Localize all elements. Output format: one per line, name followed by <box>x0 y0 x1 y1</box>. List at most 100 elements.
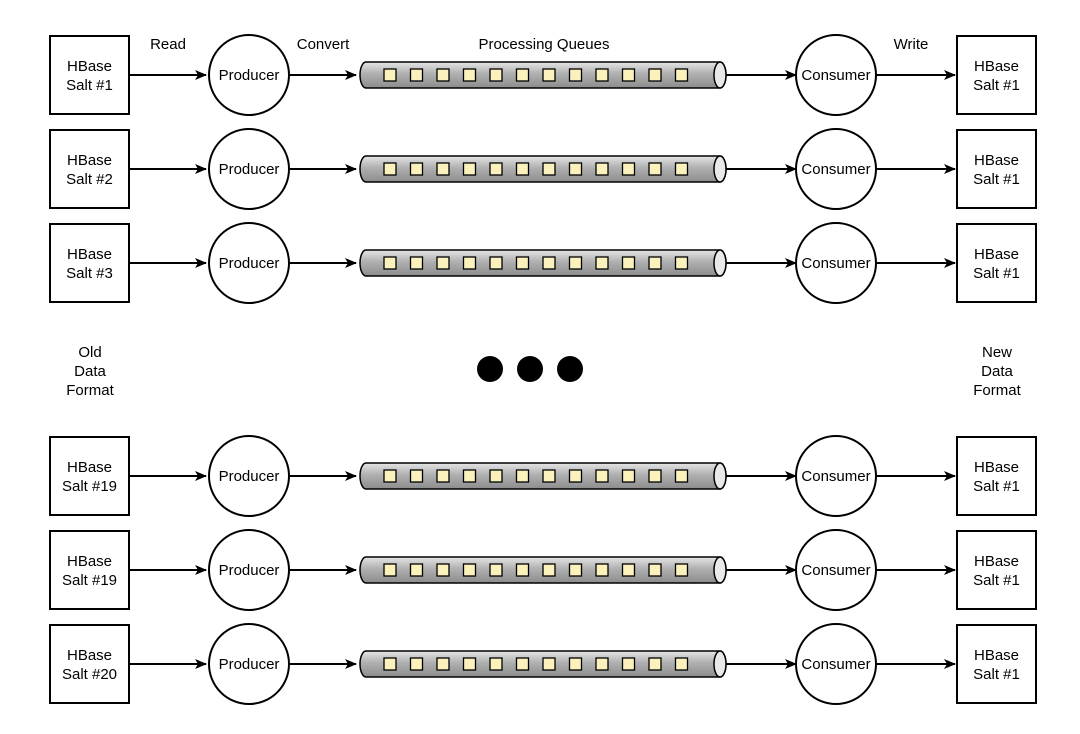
source-box <box>49 35 130 115</box>
ellipsis-dot <box>517 356 543 382</box>
queue-slot <box>462 657 477 671</box>
queue-slot <box>436 469 450 483</box>
queue-slot <box>674 563 689 577</box>
source-label-line: Salt #19 <box>62 572 117 589</box>
processing-queue <box>359 61 727 89</box>
queue-pipe-end <box>713 61 727 89</box>
queue-slot <box>515 68 530 82</box>
queue-slot <box>648 68 662 82</box>
queue-slot <box>568 162 583 176</box>
queue-slot <box>568 563 583 577</box>
queue-slot <box>462 68 477 82</box>
producer-label: Producer <box>219 468 280 485</box>
source-label-line: Salt #2 <box>66 171 113 188</box>
queue-slot <box>515 563 530 577</box>
consumer-label: Consumer <box>801 656 870 673</box>
queue-slot <box>383 162 397 176</box>
processing-queue <box>359 155 727 183</box>
queue-slot <box>595 162 609 176</box>
ellipsis-dot <box>557 356 583 382</box>
new-label-line: Data <box>981 363 1013 380</box>
queue-slot <box>648 563 662 577</box>
queue-slot <box>568 256 583 270</box>
queue-slot <box>383 563 397 577</box>
queue-pipe-end <box>713 556 727 584</box>
ellipsis-dots <box>477 356 583 382</box>
header-read: Read <box>150 36 186 53</box>
producer-node <box>208 34 290 116</box>
consumer-label: Consumer <box>801 67 870 84</box>
header-processing-queues: Processing Queues <box>479 36 610 53</box>
source-label-line: HBase <box>67 553 112 570</box>
queue-slot <box>409 162 424 176</box>
queue-slot <box>515 657 530 671</box>
producer-node <box>208 128 290 210</box>
source-box <box>49 436 130 516</box>
consumer-label: Consumer <box>801 161 870 178</box>
header-write: Write <box>894 36 929 53</box>
queue-slot <box>462 162 477 176</box>
processing-queue <box>359 650 727 678</box>
queue-slot <box>489 563 503 577</box>
source-label-line: HBase <box>67 58 112 75</box>
producer-node <box>208 435 290 517</box>
queue-slot <box>674 162 689 176</box>
queue-slot <box>568 68 583 82</box>
source-box <box>49 624 130 704</box>
queue-slot <box>621 563 636 577</box>
queue-slot <box>568 469 583 483</box>
target-label-line: Salt #1 <box>973 478 1020 495</box>
source-label-line: HBase <box>67 152 112 169</box>
queue-slot <box>436 563 450 577</box>
queue-slot <box>542 563 556 577</box>
queue-slot <box>648 256 662 270</box>
queue-slot <box>515 469 530 483</box>
old-label-line: Format <box>66 382 114 399</box>
queue-slot <box>489 256 503 270</box>
target-box <box>956 35 1037 115</box>
queue-slot <box>621 256 636 270</box>
queue-slot <box>621 162 636 176</box>
queue-slot <box>621 657 636 671</box>
source-label-line: HBase <box>67 246 112 263</box>
old-label-line: Old <box>78 344 101 361</box>
queue-slot <box>674 256 689 270</box>
target-box <box>956 436 1037 516</box>
queue-slot <box>462 563 477 577</box>
processing-queue <box>359 249 727 277</box>
queue-slot <box>462 469 477 483</box>
queue-slot <box>383 68 397 82</box>
source-label-line: Salt #20 <box>62 666 117 683</box>
producer-node <box>208 222 290 304</box>
queue-slot <box>648 162 662 176</box>
header-convert: Convert <box>297 36 350 53</box>
queue-pipe-end <box>713 462 727 490</box>
processing-queue <box>359 462 727 490</box>
producer-label: Producer <box>219 562 280 579</box>
queue-pipe-end <box>713 650 727 678</box>
queue-slot <box>383 469 397 483</box>
queue-slot <box>383 657 397 671</box>
queue-slot <box>674 469 689 483</box>
target-label-line: HBase <box>974 58 1019 75</box>
producer-label: Producer <box>219 656 280 673</box>
source-box <box>49 129 130 209</box>
target-box <box>956 624 1037 704</box>
new-data-format-label: New Data Format <box>973 344 1021 399</box>
queue-slot <box>542 657 556 671</box>
target-label-line: Salt #1 <box>973 265 1020 282</box>
queue-slot <box>595 68 609 82</box>
queue-slot <box>674 68 689 82</box>
queue-slot <box>542 68 556 82</box>
queue-slot <box>595 469 609 483</box>
queue-slot <box>542 256 556 270</box>
producer-node <box>208 623 290 705</box>
consumer-label: Consumer <box>801 468 870 485</box>
queue-slot <box>674 657 689 671</box>
